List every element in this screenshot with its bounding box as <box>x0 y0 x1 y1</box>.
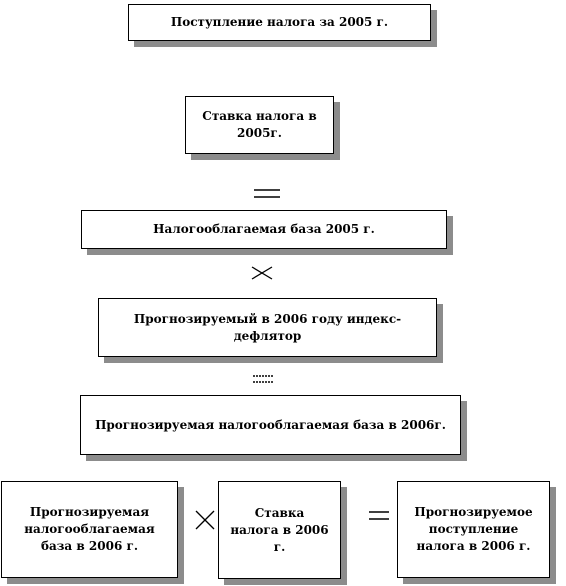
rate-2005-box: Ставка налога в 2005г. <box>185 96 334 154</box>
rate-2006-label: Ставка налога в 2006 г. <box>230 505 329 554</box>
rate-2005-label: Ставка налога в 2005г. <box>202 109 317 140</box>
forecast-revenue-2006-label: Прогнозируемое поступление налога в 2006… <box>414 505 533 553</box>
revenue-2005-label: Поступление налога за 2005 г. <box>170 15 389 29</box>
base-2005-label: Налогооблагаемая база 2005 г. <box>153 222 375 236</box>
forecast-base-2006-box: Прогнозируемая налогооблагаемая база в 2… <box>80 395 461 455</box>
deflator-2006-box: Прогнозируемый в 2006 году индекс-дефлят… <box>98 298 437 357</box>
multiply-sign-icon <box>251 266 273 280</box>
forecast-base-2006-label: Прогнозируемая налогооблагаемая база в 2… <box>95 417 446 432</box>
forecast-base-2006-bottom-label: Прогнозируемая налогооблагаемая база в 2… <box>24 505 155 553</box>
equals-sign-icon <box>369 510 389 522</box>
rate-2006-box: Ставка налога в 2006 г. <box>218 481 341 579</box>
equals-sign-icon <box>253 374 273 384</box>
revenue-2005-box: Поступление налога за 2005 г. <box>128 4 431 41</box>
base-2005-box: Налогооблагаемая база 2005 г. <box>81 210 447 249</box>
forecast-revenue-2006-box: Прогнозируемое поступление налога в 2006… <box>397 481 550 578</box>
deflator-2006-label: Прогнозируемый в 2006 году индекс-дефлят… <box>133 311 402 343</box>
equals-sign-icon <box>254 188 280 200</box>
forecast-base-2006-bottom-box: Прогнозируемая налогооблагаемая база в 2… <box>1 481 178 578</box>
multiply-sign-icon <box>195 510 215 530</box>
